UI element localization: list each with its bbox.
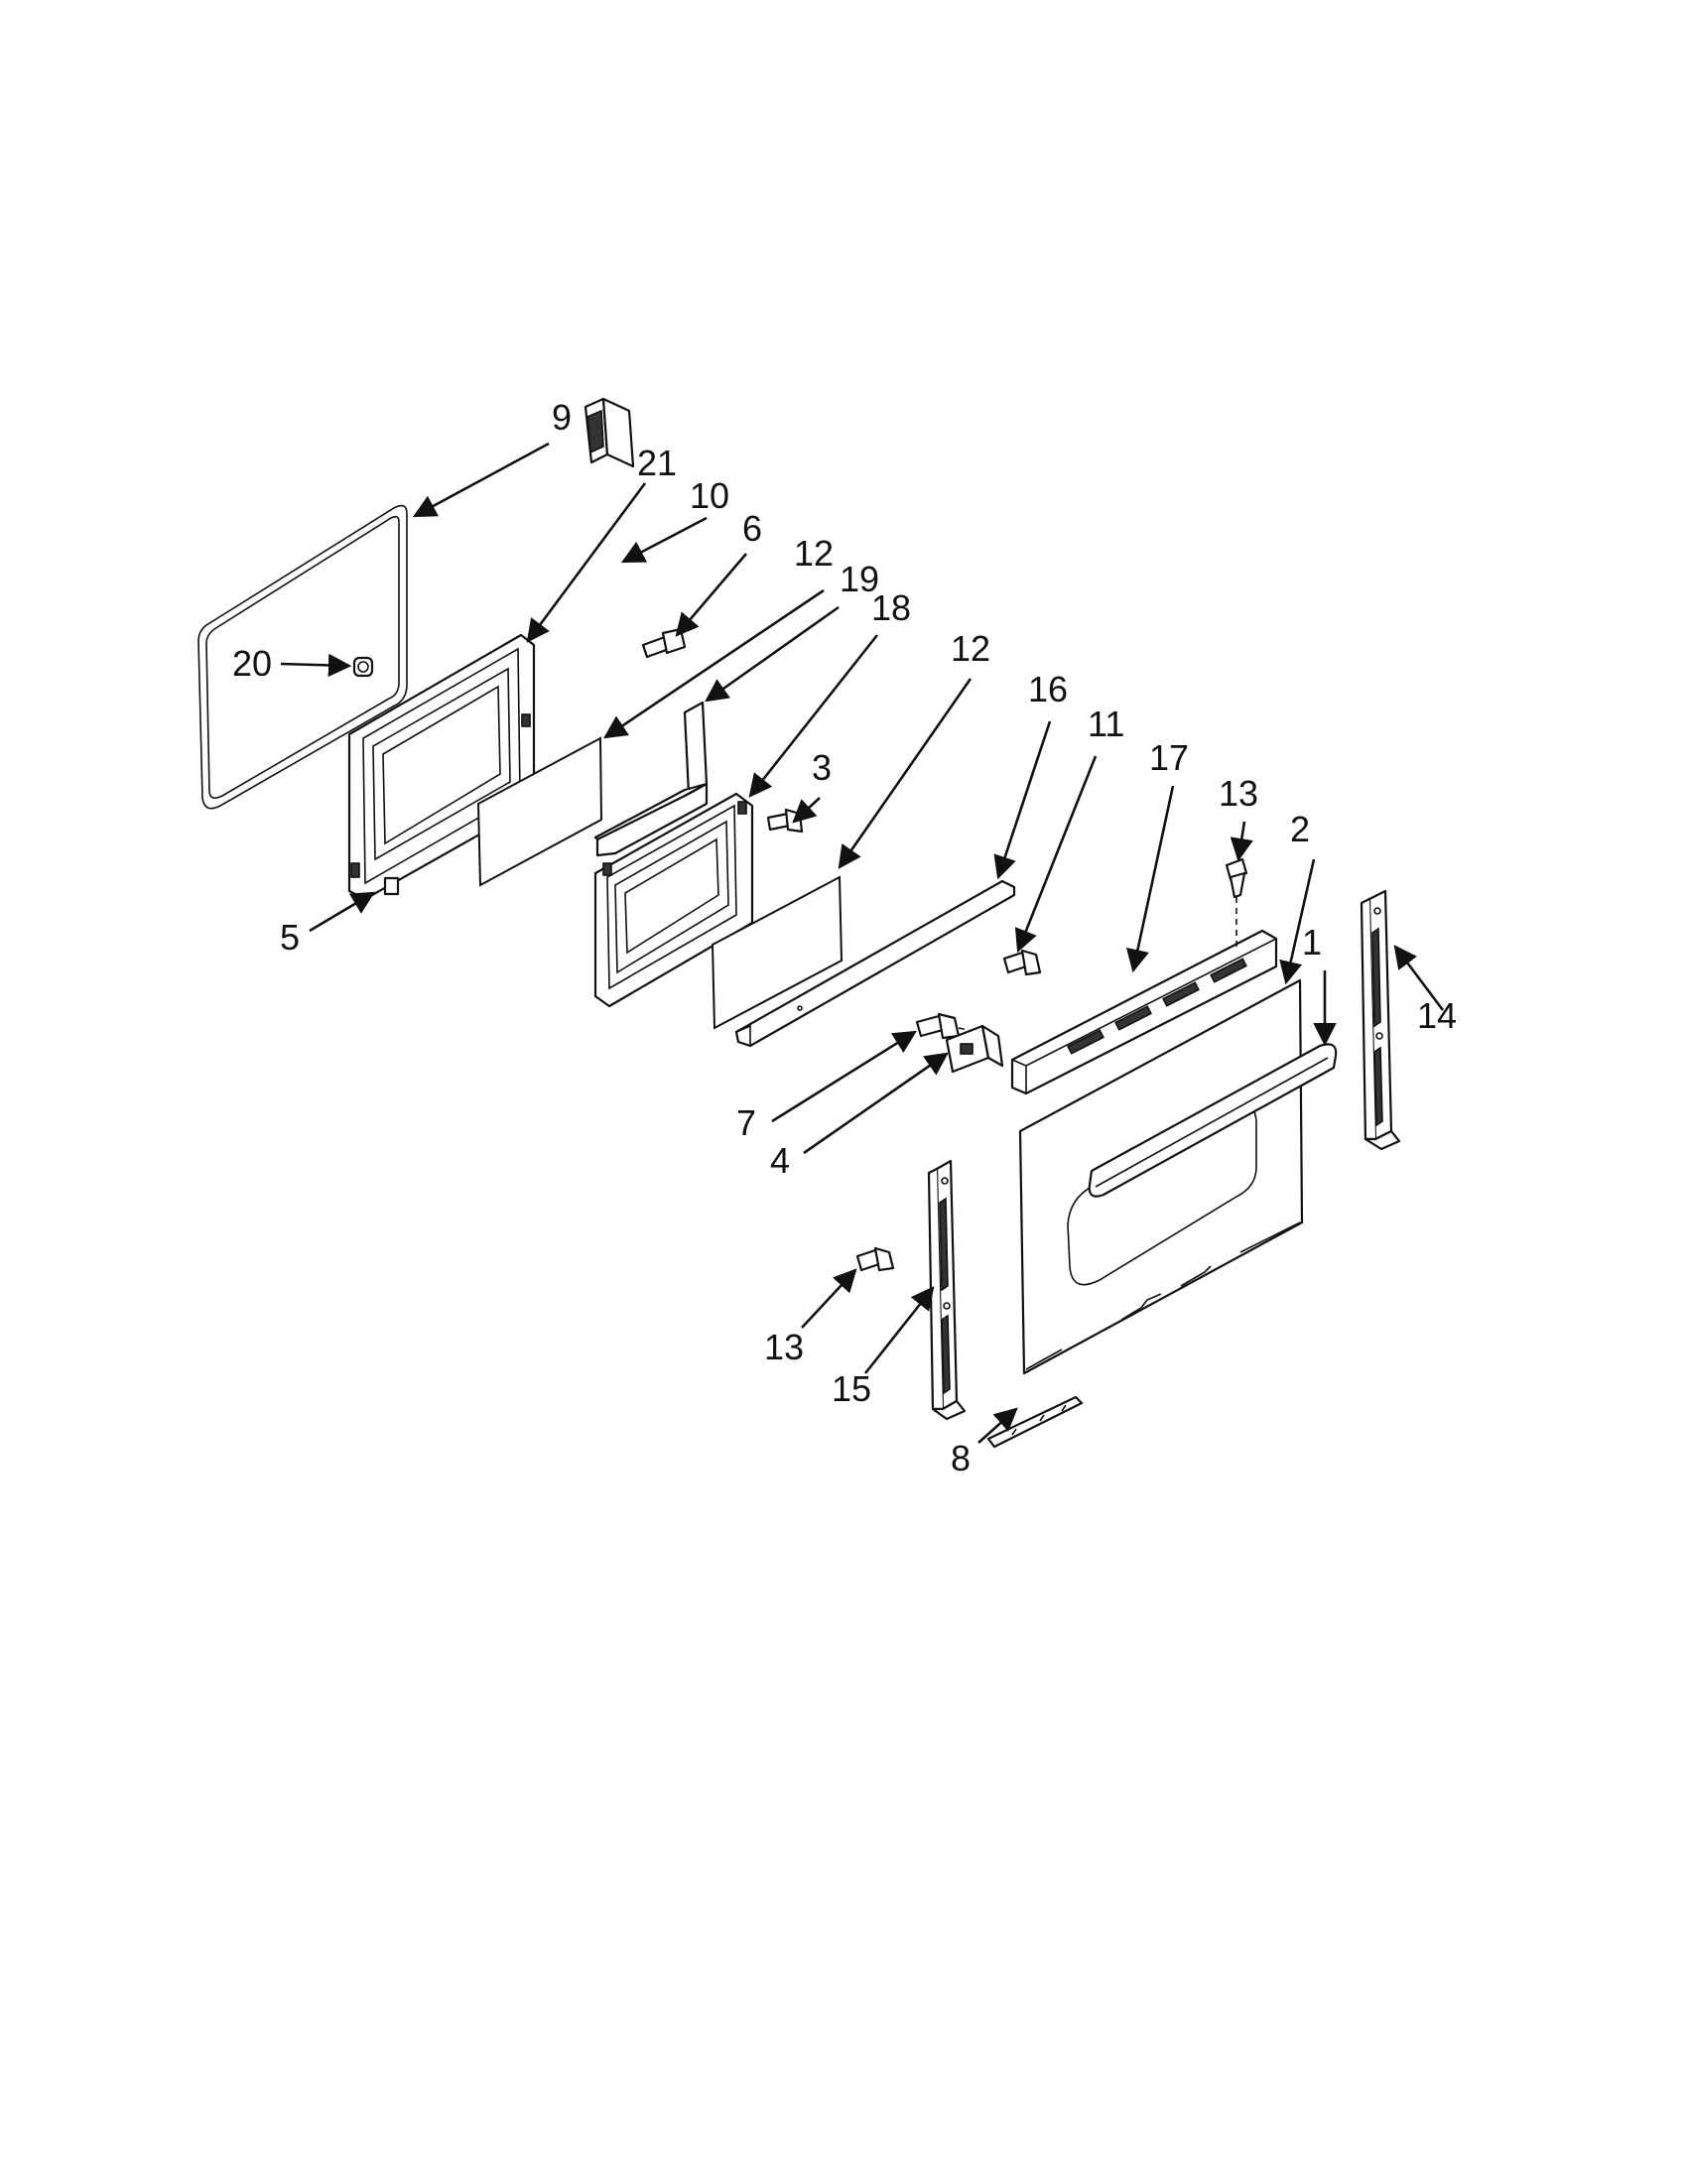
screw-part-7 <box>915 1012 997 1040</box>
callout-17: 17 <box>1149 737 1189 778</box>
callout-11: 11 <box>1088 704 1124 744</box>
callout-6: 6 <box>742 508 762 549</box>
screw-part-13a <box>1225 857 1248 951</box>
outer-door-frame-part <box>593 792 754 1008</box>
callout-3: 3 <box>812 747 832 788</box>
callout-15: 15 <box>832 1368 871 1409</box>
callout-1: 1 <box>1302 922 1322 963</box>
hinge-receptacle-part <box>584 397 635 468</box>
outer-door-panel-part <box>1018 978 1304 1375</box>
callout-19: 19 <box>840 559 879 599</box>
gasket-clip-part <box>352 656 374 678</box>
spacer-part <box>383 876 400 896</box>
callout-5: 5 <box>280 917 300 958</box>
callout-14: 14 <box>1417 995 1457 1036</box>
callout-13a: 13 <box>1219 773 1258 814</box>
glass-panel-part-b <box>711 875 844 1030</box>
callout-12b: 12 <box>951 628 990 669</box>
insulation-channel-part <box>593 701 709 857</box>
callout-labels: 9 21 10 6 12 19 18 12 16 11 17 13 2 3 20… <box>232 397 1457 1478</box>
callout-8: 8 <box>951 1438 971 1478</box>
inner-door-liner-part <box>347 633 536 901</box>
right-side-trim-part <box>1360 889 1401 1151</box>
callout-13b: 13 <box>764 1327 804 1367</box>
leader-lines <box>280 442 1445 1444</box>
left-side-trim-part <box>927 1159 967 1421</box>
callout-4: 4 <box>770 1140 790 1181</box>
callout-20: 20 <box>232 643 272 684</box>
screw-part-13b <box>855 1246 895 1272</box>
door-gasket-part <box>197 504 408 810</box>
callout-16: 16 <box>1028 669 1068 709</box>
bottom-trim-strip-part <box>986 1395 1084 1449</box>
callout-7: 7 <box>736 1102 756 1143</box>
callout-21: 21 <box>637 443 677 483</box>
callout-10: 10 <box>690 475 729 516</box>
screw-part-11 <box>1002 949 1042 976</box>
hinge-bracket-part <box>945 1024 1004 1074</box>
support-channel-part <box>734 879 1016 1048</box>
callout-12a: 12 <box>794 533 834 574</box>
callout-2: 2 <box>1290 809 1310 849</box>
callout-18: 18 <box>871 587 911 628</box>
callout-9: 9 <box>552 397 572 438</box>
vent-panel-part <box>1010 929 1278 1095</box>
glass-panel-part-a <box>476 736 603 887</box>
